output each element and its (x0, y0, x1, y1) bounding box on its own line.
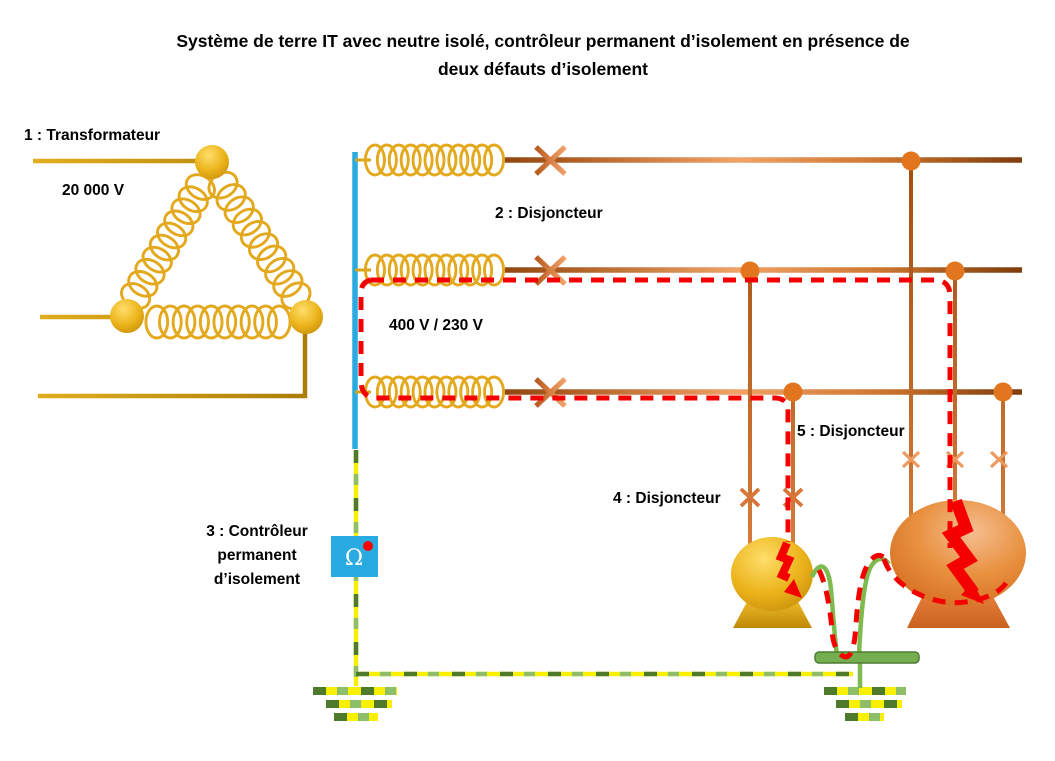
breaker2-contact-phase2 (534, 255, 567, 286)
earth-network (313, 450, 906, 721)
delta-coil-left (120, 173, 216, 310)
labels: Système de terre IT avec neutre isolé, c… (24, 31, 910, 588)
pe-curve-right (856, 556, 891, 657)
fault-current-path (358, 277, 1009, 660)
junction-dot (945, 261, 965, 281)
junction-dot (740, 261, 760, 281)
loads (731, 498, 1026, 628)
transformer-delta (33, 145, 323, 399)
delta-node-left (110, 299, 144, 333)
phase3-coil (363, 375, 506, 409)
title-line1: Système de terre IT avec neutre isolé, c… (176, 31, 910, 51)
junction-dot (783, 382, 803, 402)
label-lv: 400 V / 230 V (389, 317, 484, 334)
label-breaker2: 2 : Disjoncteur (495, 205, 603, 222)
junction-dot (901, 151, 921, 171)
cpi-indicator-led (363, 541, 373, 551)
delta-node-right (289, 300, 323, 334)
insulation-monitor: Ω (331, 536, 378, 577)
breaker2-contact-phase3 (534, 377, 567, 408)
title-line2: deux défauts d’isolement (438, 59, 648, 79)
label-cpi-1: 3 : Contrôleur (206, 523, 308, 540)
fault-bolt-load1 (775, 541, 802, 598)
earth-bar (814, 651, 920, 664)
phase1-coil (363, 143, 506, 177)
delta-coil-bottom (144, 304, 292, 340)
earth-ground-right (824, 687, 906, 721)
breaker2-contact-phase1 (534, 145, 567, 176)
label-cpi-2: permanent (217, 547, 296, 564)
label-transformer: 1 : Transformateur (24, 127, 160, 144)
delta-node-top (195, 145, 229, 179)
label-breaker5: 5 : Disjoncteur (797, 423, 905, 440)
junction-dot (993, 382, 1013, 402)
load1-lamp (731, 537, 813, 611)
earth-ground-left (313, 687, 397, 721)
delta-coil-right (207, 170, 312, 311)
label-cpi-3: d’isolement (214, 571, 300, 588)
phase2-coil (363, 253, 506, 287)
hv-line-bottom (38, 332, 308, 399)
label-breaker4: 4 : Disjoncteur (613, 490, 721, 507)
phase-network (355, 143, 1022, 546)
omega-symbol: Ω (345, 546, 363, 571)
label-hv: 20 000 V (62, 182, 125, 199)
